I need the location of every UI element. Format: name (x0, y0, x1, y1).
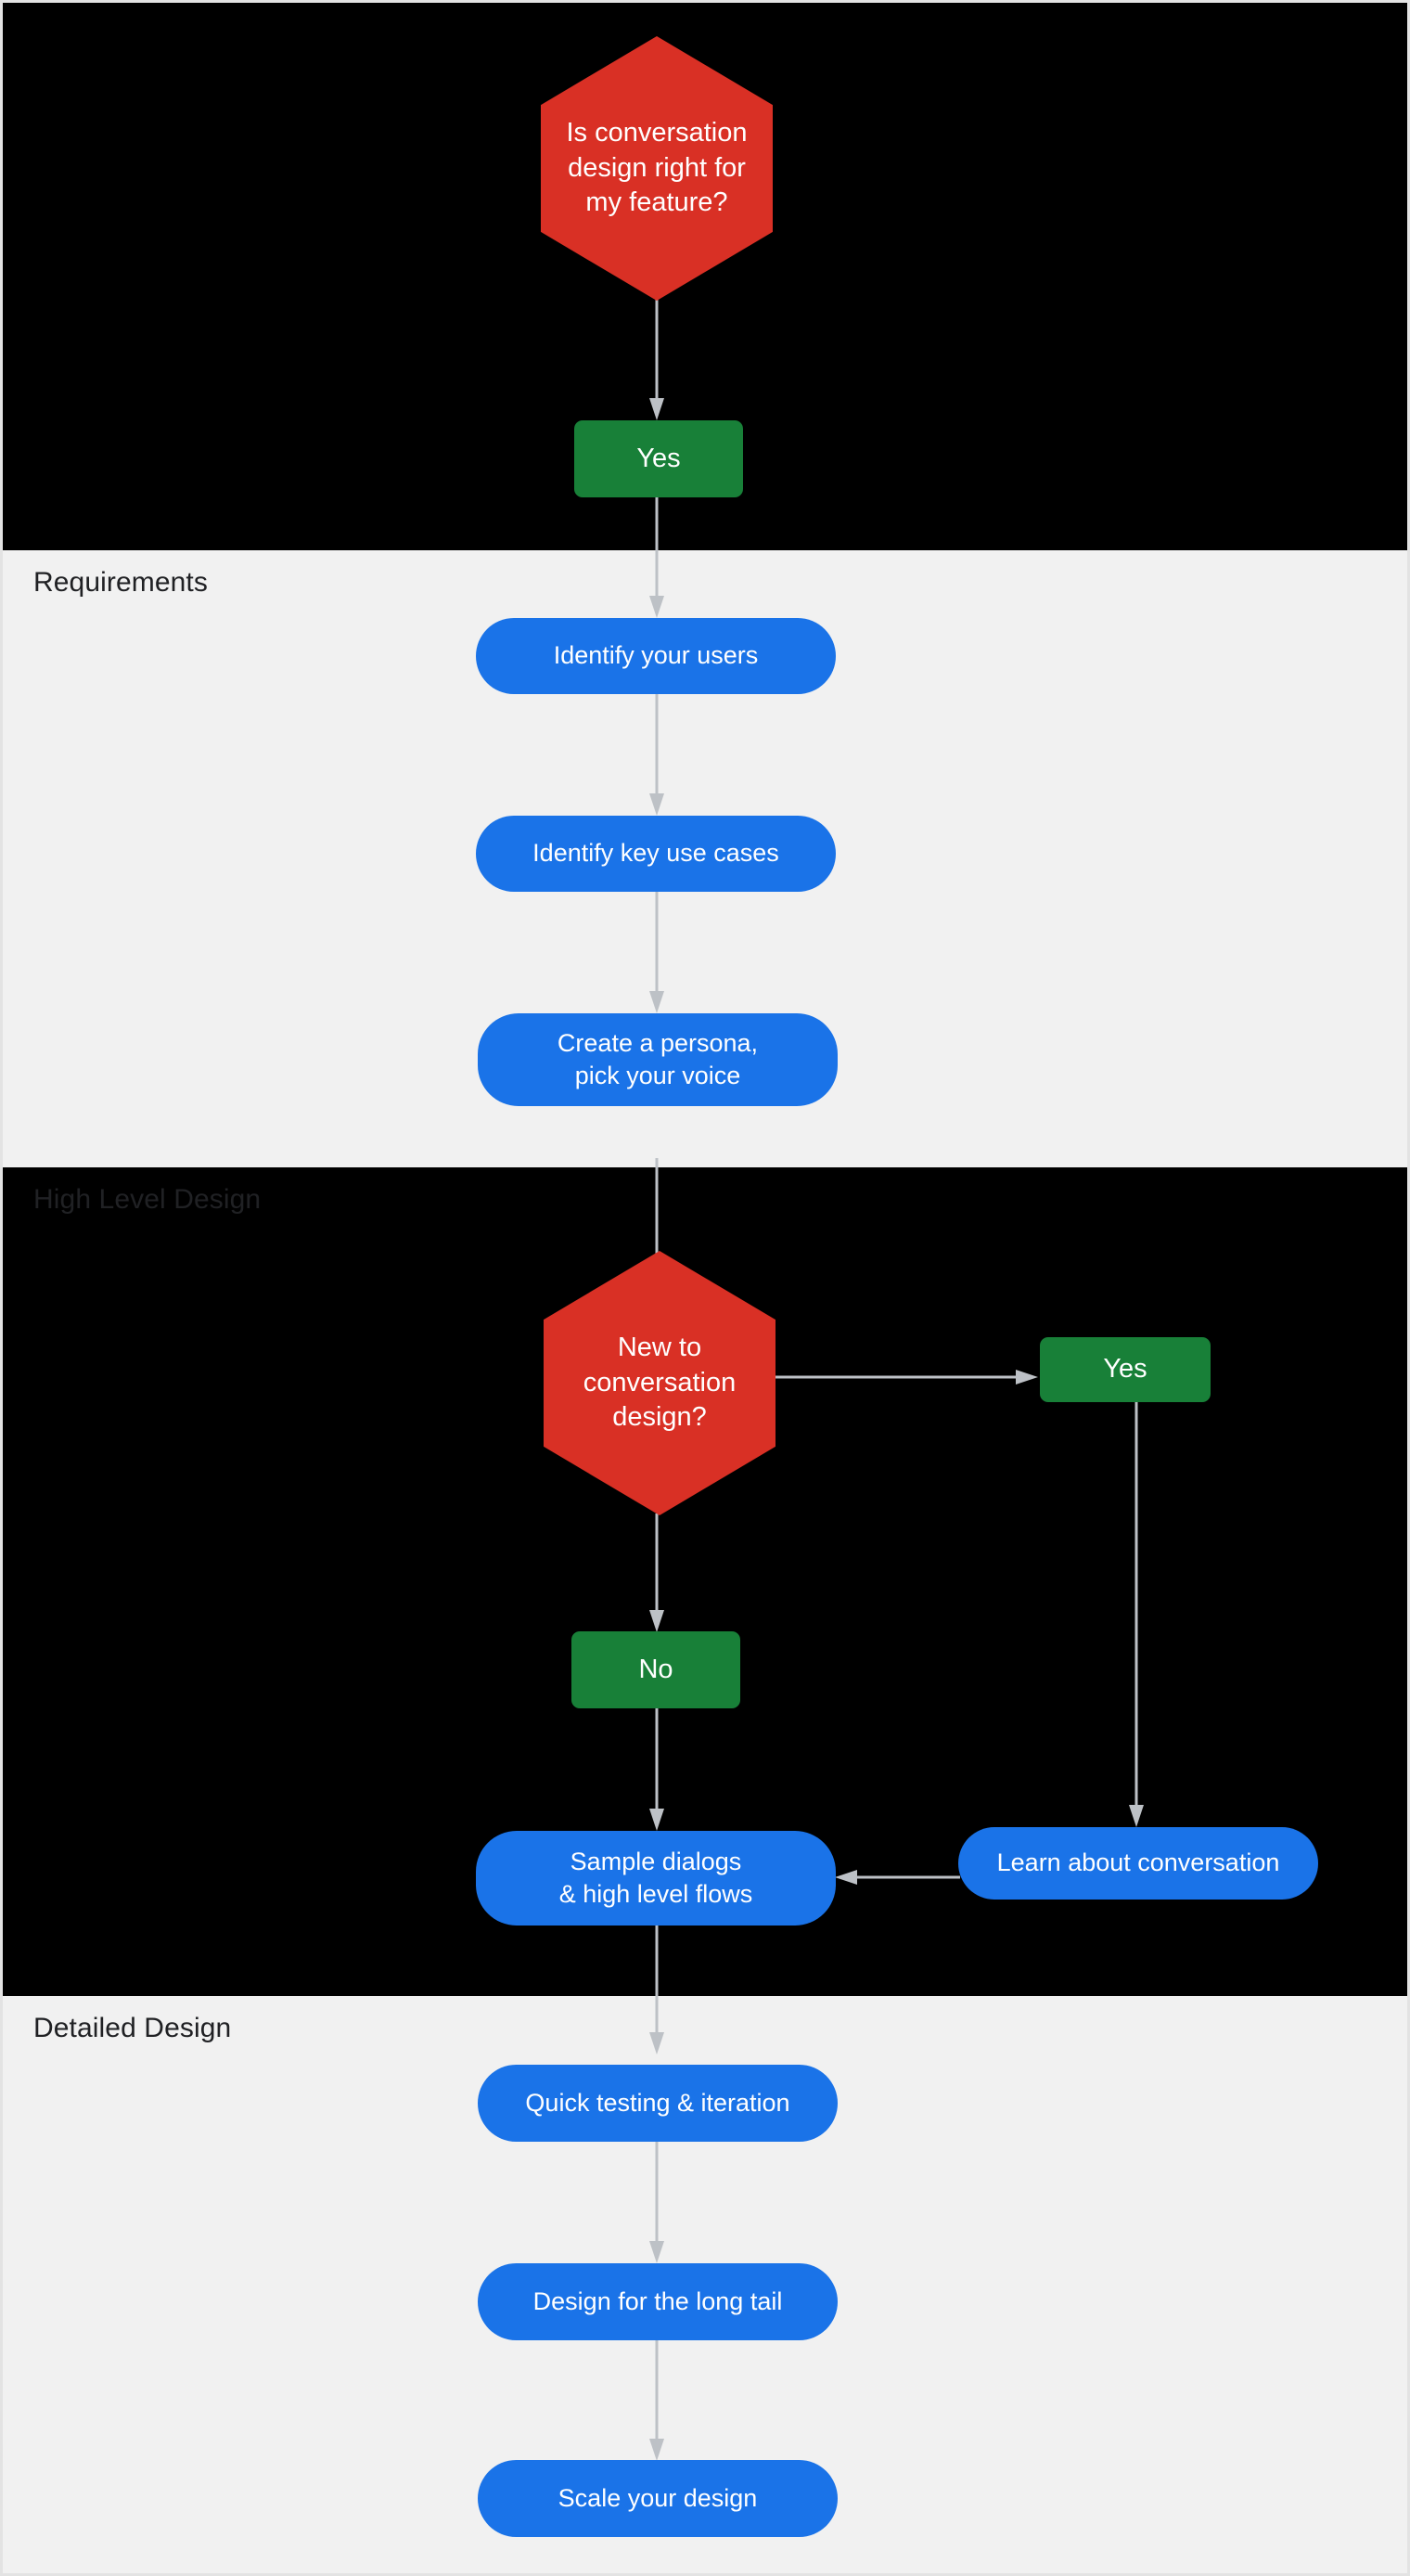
edge-decision1-to-yes1 (643, 298, 671, 422)
edge-yes1-to-identify-users (643, 497, 671, 620)
process-node-design-for-long-tail[interactable]: Design for the long tail (478, 2263, 838, 2340)
section-label-detailed-design: Detailed Design (33, 2013, 232, 2043)
process-node-scale-your-design[interactable]: Scale your design (478, 2460, 838, 2537)
edge-identify-users-to-use-cases (643, 694, 671, 818)
edge-quick-testing-to-long-tail (643, 2142, 671, 2265)
edge-use-cases-to-persona (643, 892, 671, 1015)
section-label-requirements: Requirements (33, 567, 208, 598)
process-node-learn-about-conversation[interactable]: Learn about conversation (958, 1827, 1318, 1900)
process-node-identify-key-use-cases[interactable]: Identify key use cases (476, 816, 836, 892)
process-node-quick-testing-iteration[interactable]: Quick testing & iteration (478, 2065, 838, 2142)
process-node-create-persona-pick-voice[interactable]: Create a persona, pick your voice (478, 1013, 838, 1106)
edge-decision2-to-no (643, 1513, 671, 1634)
edge-yes2-to-learn-about-conversation (1122, 1402, 1150, 1829)
edge-no-to-sample-dialogs (643, 1708, 671, 1833)
edge-decision2-to-yes2 (776, 1363, 1040, 1391)
edge-sample-dialogs-to-quick-testing (643, 1926, 671, 2056)
answer-node-no[interactable]: No (571, 1631, 740, 1708)
answer-node-yes-2[interactable]: Yes (1040, 1337, 1211, 1402)
process-node-sample-dialogs-high-level-flows[interactable]: Sample dialogs & high level flows (476, 1831, 836, 1926)
answer-node-yes-1[interactable]: Yes (574, 420, 743, 497)
section-label-high-level-design: High Level Design (33, 1184, 262, 1215)
edge-learn-to-sample-dialogs (833, 1863, 960, 1891)
edge-long-tail-to-scale (643, 2339, 671, 2463)
process-node-identify-your-users[interactable]: Identify your users (476, 618, 836, 694)
